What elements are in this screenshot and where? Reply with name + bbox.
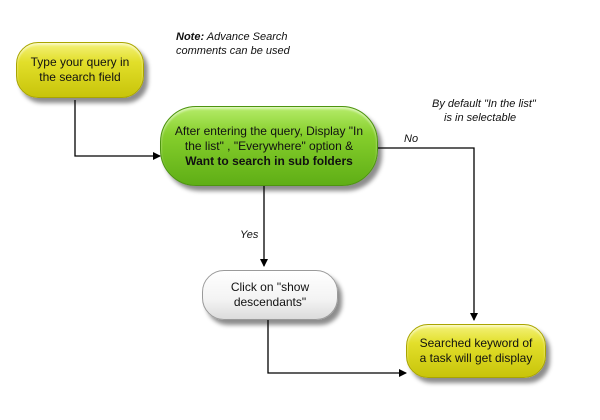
edge-label-no: No: [404, 133, 419, 145]
connector-no: [378, 147, 478, 321]
result-line1: Searched keyword of: [419, 336, 533, 350]
searched-keyword-node: Searched keyword of a task will get disp…: [406, 324, 546, 378]
connector-descendants-to-result: [267, 320, 407, 377]
descendants-line1: Click on "show: [230, 280, 310, 294]
result-line2: a task will get display: [419, 351, 533, 365]
query-line2: the search field: [39, 70, 121, 84]
display-line2: the list" , "Everywhere" option &: [184, 138, 354, 153]
display-line3: Want to search in sub folders: [185, 153, 353, 168]
query-line1: Type your query in: [30, 55, 130, 69]
connector-query-to-display: [74, 100, 161, 160]
note-text: Advance Search: [204, 31, 288, 43]
display-line1: After entering the query, Display "In: [174, 123, 364, 138]
descendants-line2: descendants": [233, 295, 307, 309]
show-descendants-node: Click on "show descendants": [202, 270, 338, 320]
default-selection-note: By default "In the list" is in selectabl…: [432, 97, 536, 125]
edge-label-yes: Yes: [240, 229, 259, 241]
default-note-line2: is in selectable: [444, 112, 517, 124]
note-line2: comments can be used: [176, 45, 290, 57]
type-query-node: Type your query in the search field: [16, 42, 144, 98]
note-prefix: Note:: [176, 31, 205, 43]
default-note-line1: By default "In the list": [432, 98, 536, 110]
display-options-node: After entering the query, Display "In th…: [160, 106, 378, 186]
advance-search-note: Note: Advance Search comments can be use…: [176, 30, 290, 58]
